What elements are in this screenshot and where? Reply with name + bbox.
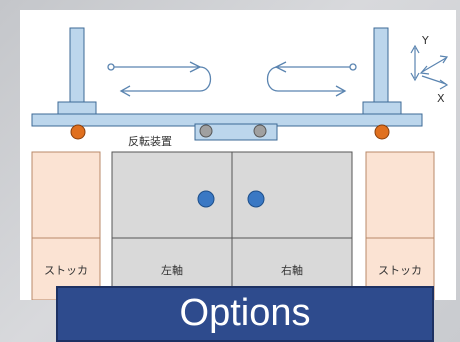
left-stocker: ストッカ [31, 151, 101, 300]
right-column [362, 27, 402, 124]
right-bracket [362, 101, 402, 115]
x-axis-line [421, 75, 447, 85]
left-arrow-head-lower [119, 85, 131, 97]
right-stocker: ストッカ [365, 151, 435, 300]
x-axis-label: X [437, 92, 445, 105]
right-axis-label: 右軸 [281, 263, 303, 277]
right-arrow-head-upper [274, 61, 287, 73]
left-arrow-start [107, 63, 115, 71]
left-column [57, 27, 97, 124]
center-unit: 左軸 右軸 [111, 151, 353, 300]
axis-indicator: Y X [410, 34, 449, 105]
diagonal-axis-line [421, 57, 447, 73]
right-bearing [374, 124, 390, 140]
right-stocker-label: ストッカ [378, 264, 422, 277]
roller-right [253, 124, 267, 138]
y-axis-label: Y [421, 34, 429, 47]
diagonal-axis-arrow-head [439, 55, 449, 64]
left-arrow-head-upper [189, 61, 202, 73]
roller-left [199, 124, 213, 138]
motion-arrows [107, 61, 357, 97]
y-axis-arrow-up [410, 44, 420, 54]
left-bracket [57, 101, 97, 115]
left-axis-hole [197, 190, 215, 208]
left-axis-label: 左軸 [161, 263, 183, 277]
options-button-label: Options [179, 292, 311, 334]
right-stocker-box [365, 151, 435, 300]
left-bearing [70, 124, 86, 140]
reversing-device-label: 反転装置 [128, 135, 172, 148]
diagonal-axis-arrow-tail [419, 65, 430, 75]
y-axis-arrow-down [410, 72, 420, 82]
x-axis-arrow-head [439, 79, 449, 90]
machine-diagram: 反転装置 ストッカ 左軸 右軸 ストッカ [20, 10, 456, 300]
left-stocker-label: ストッカ [44, 264, 88, 277]
left-stocker-box [31, 151, 101, 300]
right-axis-hole [247, 190, 265, 208]
options-button[interactable]: Options [56, 286, 434, 342]
right-arrow-start [349, 63, 357, 71]
right-arrow-head-lower [335, 85, 347, 97]
right-loop-arrow [266, 66, 350, 92]
machine-diagram-svg: 反転装置 ストッカ 左軸 右軸 ストッカ [31, 27, 449, 300]
